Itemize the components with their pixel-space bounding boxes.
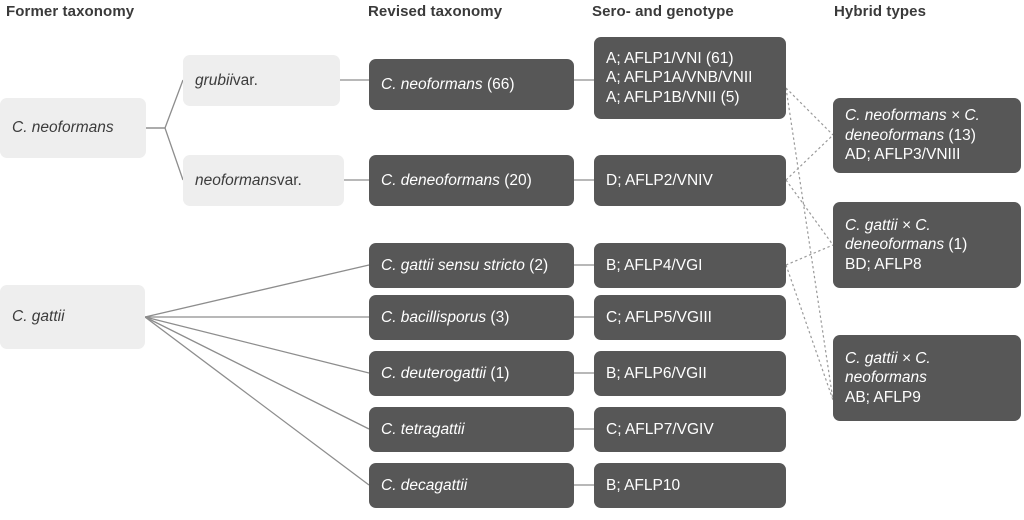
- node-text: AD; AFLP3/VNIII: [845, 146, 961, 164]
- link-neoformans-to-grubii: [146, 79, 184, 129]
- node-var-grubii[interactable]: grubiivar.: [183, 55, 340, 106]
- species-name: C. neoformans: [12, 119, 114, 137]
- species-name: C. tetragattii: [381, 420, 465, 438]
- node-line: C. tetragattii: [381, 420, 562, 439]
- node-text: (20): [499, 171, 532, 189]
- node-text: var.: [232, 71, 258, 89]
- node-line: A; AFLP1A/VNB/VNII: [606, 68, 774, 87]
- species-name: C. gattii × C. deneoformans: [845, 216, 945, 254]
- node-line: C; AFLP5/VGIII: [606, 308, 774, 327]
- column-header-3: Hybrid types: [834, 3, 927, 20]
- node-line: C. gattii sensu stricto (2): [381, 256, 562, 275]
- link-gattii-to-deuterogattii: [144, 316, 370, 374]
- node-text: A; AFLP1A/VNB/VNII: [606, 69, 753, 87]
- node-line: AD; AFLP3/VNIII: [845, 145, 1009, 164]
- dlink-genotypeD-to-hybrid-BD: [785, 179, 834, 246]
- species-name: C. gattii: [12, 308, 65, 326]
- node-genotype-b-aflp10[interactable]: B; AFLP10: [594, 463, 786, 508]
- node-text: A; AFLP1/VNI (61): [606, 49, 734, 67]
- node-text: (1): [944, 236, 968, 254]
- dlink-genotypeA-to-hybrid-AD: [785, 87, 834, 136]
- node-line: C. gattii × C. deneoformans (1): [845, 216, 1009, 255]
- node-genotype-d[interactable]: D; AFLP2/VNIV: [594, 155, 786, 206]
- node-text: (66): [482, 75, 515, 93]
- node-text: C; AFLP7/VGIV: [606, 420, 714, 438]
- node-line: BD; AFLP8: [845, 255, 1009, 274]
- dlink-genotypeD-to-hybrid-AD: [785, 134, 834, 181]
- node-text: (3): [486, 308, 510, 326]
- node-var-neoformans[interactable]: neoformansvar.: [183, 155, 344, 206]
- species-name: C. neoformans × C. deneoformans: [845, 107, 980, 144]
- node-c-gattii[interactable]: C. gattii: [0, 285, 145, 349]
- node-line: grubiivar.: [195, 71, 328, 90]
- dlink-genotypeA-to-hybrid-AB: [785, 87, 834, 401]
- node-line: C. decagattii: [381, 476, 562, 495]
- link-gattii-to-tetragattii: [144, 316, 370, 430]
- node-c-deuterogattii-1[interactable]: C. deuterogattii (1): [369, 351, 574, 396]
- link-neoformans-to-var-neoformans: [146, 127, 184, 181]
- node-genotype-c-vgiv[interactable]: C; AFLP7/VGIV: [594, 407, 786, 452]
- species-name: C. bacillisporus: [381, 308, 487, 326]
- species-name: C. deneoformans: [381, 171, 500, 189]
- node-text: (1): [486, 364, 510, 382]
- node-c-deneoformans-20[interactable]: C. deneoformans (20): [369, 155, 574, 206]
- node-line: D; AFLP2/VNIV: [606, 171, 774, 190]
- node-text: B; AFLP6/VGII: [606, 364, 707, 382]
- link-gattii-to-sensustricto: [144, 264, 370, 318]
- node-line: C. deuterogattii (1): [381, 364, 562, 383]
- column-header-1: Revised taxonomy: [368, 3, 503, 20]
- species-name: C. decagattii: [381, 476, 468, 494]
- column-header-2: Sero- and genotype: [592, 3, 734, 20]
- node-line: A; AFLP1B/VNII (5): [606, 88, 774, 107]
- node-line: C. gattii × C. neoformans: [845, 349, 1009, 388]
- column-header-0: Former taxonomy: [6, 3, 135, 20]
- node-c-tetragattii[interactable]: C. tetragattii: [369, 407, 574, 452]
- node-c-gattii-sensu-stricto-2[interactable]: C. gattii sensu stricto (2): [369, 243, 574, 288]
- node-text: (2): [524, 256, 549, 274]
- node-line: C. neoformans × C. deneoformans (13): [845, 106, 1009, 145]
- node-hybrid-neoformans-deneoformans[interactable]: C. neoformans × C. deneoformans (13)AD; …: [833, 98, 1021, 173]
- node-line: C. neoformans (66): [381, 75, 562, 94]
- node-text: (13): [944, 126, 976, 144]
- node-text: AB; AFLP9: [845, 388, 921, 406]
- node-line: AB; AFLP9: [845, 388, 1009, 407]
- node-c-neoformans[interactable]: C. neoformans: [0, 98, 146, 158]
- node-text: C; AFLP5/VGIII: [606, 308, 712, 326]
- species-name: C. gattii × C. neoformans: [845, 349, 931, 387]
- dlink-genotypeB-to-hybrid-AB: [785, 264, 834, 401]
- node-line: B; AFLP10: [606, 476, 774, 495]
- node-genotype-b-vgii[interactable]: B; AFLP6/VGII: [594, 351, 786, 396]
- node-c-bacillisporus-3[interactable]: C. bacillisporus (3): [369, 295, 574, 340]
- node-c-decagattii[interactable]: C. decagattii: [369, 463, 574, 508]
- dlink-genotypeB-to-hybrid-BD: [785, 244, 834, 266]
- node-line: neoformansvar.: [195, 171, 332, 190]
- node-line: A; AFLP1/VNI (61): [606, 49, 774, 68]
- node-text: D; AFLP2/VNIV: [606, 171, 713, 189]
- species-name: C. neoformans: [381, 75, 483, 93]
- node-line: B; AFLP6/VGII: [606, 364, 774, 383]
- node-text: A; AFLP1B/VNII (5): [606, 88, 740, 106]
- node-line: C. gattii: [12, 307, 133, 326]
- node-genotype-c-vgiii[interactable]: C; AFLP5/VGIII: [594, 295, 786, 340]
- species-name: grubii: [195, 71, 233, 89]
- node-line: C. bacillisporus (3): [381, 308, 562, 327]
- node-hybrid-gattii-deneoformans[interactable]: C. gattii × C. deneoformans (1)BD; AFLP8: [833, 202, 1021, 288]
- species-name: C. deuterogattii: [381, 364, 487, 382]
- node-genotype-b-vgi[interactable]: B; AFLP4/VGI: [594, 243, 786, 288]
- node-line: B; AFLP4/VGI: [606, 256, 774, 275]
- node-line: C. deneoformans (20): [381, 171, 562, 190]
- node-line: C; AFLP7/VGIV: [606, 420, 774, 439]
- node-line: C. neoformans: [12, 118, 134, 137]
- species-name: C. gattii sensu stricto: [381, 256, 525, 274]
- node-text: B; AFLP4/VGI: [606, 256, 703, 274]
- node-text: var.: [276, 171, 302, 189]
- node-text: BD; AFLP8: [845, 255, 922, 273]
- link-gattii-to-decagattii: [144, 316, 370, 486]
- node-c-neoformans-66[interactable]: C. neoformans (66): [369, 59, 574, 110]
- node-text: B; AFLP10: [606, 476, 681, 494]
- species-name: neoformans: [195, 171, 277, 189]
